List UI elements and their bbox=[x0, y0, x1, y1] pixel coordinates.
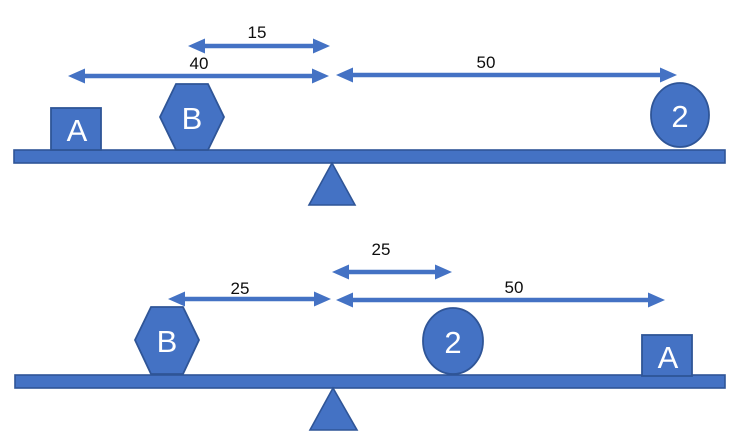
circle-label: 2 bbox=[671, 99, 688, 134]
arrow-head-right-icon bbox=[312, 68, 329, 84]
bottom-fulcrum-triangle-icon bbox=[308, 386, 359, 431]
hexagon-shape-icon bbox=[134, 306, 200, 375]
bottom-weight-circle-2: 2 bbox=[422, 307, 484, 375]
dimension-label-50: 50 bbox=[505, 278, 524, 297]
dimension-label-15: 15 bbox=[248, 23, 267, 42]
arrow-head-left-icon bbox=[68, 68, 85, 84]
dimension-label-50: 50 bbox=[477, 53, 496, 72]
bottom-dimension-arrow-50: 50 bbox=[336, 278, 665, 308]
arrow-head-right-icon bbox=[435, 264, 452, 280]
circle-label: 2 bbox=[444, 325, 461, 360]
circle-shape-icon bbox=[422, 307, 484, 375]
top-fulcrum-triangle-icon bbox=[307, 161, 357, 206]
arrow-head-right-icon bbox=[313, 38, 330, 54]
hexagon-shape-icon bbox=[158, 83, 226, 151]
bottom-weight-hexagon-b: B bbox=[134, 306, 200, 375]
top-dimension-arrow-50: 50 bbox=[336, 53, 677, 83]
square-shape-icon bbox=[641, 334, 693, 377]
circle-shape-icon bbox=[650, 82, 710, 148]
bottom-balance-diagram: 25 25 50 B 2 bbox=[14, 240, 726, 431]
arrow-head-left-icon bbox=[336, 292, 353, 308]
dimension-label-25-left: 25 bbox=[231, 279, 250, 298]
arrow-head-left-icon bbox=[332, 264, 349, 280]
square-label: A bbox=[658, 340, 679, 375]
bottom-weight-square-a: A bbox=[641, 334, 693, 377]
top-weight-circle-2: 2 bbox=[650, 82, 710, 148]
bottom-beam bbox=[14, 374, 726, 389]
top-beam bbox=[13, 149, 726, 164]
top-balance-diagram: 15 40 50 A B bbox=[13, 23, 726, 206]
arrow-head-right-icon bbox=[648, 292, 665, 308]
arrow-head-right-icon bbox=[314, 291, 331, 307]
top-weight-square-a: A bbox=[50, 107, 102, 151]
top-dimension-arrow-15: 15 bbox=[188, 23, 330, 54]
hexagon-label: B bbox=[182, 101, 203, 136]
arrow-head-left-icon bbox=[336, 67, 353, 83]
dimension-label-40: 40 bbox=[190, 54, 209, 73]
square-label: A bbox=[67, 113, 88, 148]
arrow-head-right-icon bbox=[660, 67, 677, 83]
bottom-dimension-arrow-25-right: 25 bbox=[332, 240, 452, 280]
hexagon-label: B bbox=[157, 324, 178, 359]
top-weight-hexagon-b: B bbox=[158, 83, 226, 151]
arrow-head-left-icon bbox=[188, 38, 205, 54]
top-dimension-arrow-40: 40 bbox=[68, 54, 329, 84]
bottom-dimension-arrow-25-left: 25 bbox=[168, 279, 331, 307]
arrow-head-left-icon bbox=[168, 291, 185, 307]
dimension-label-25-right: 25 bbox=[372, 240, 391, 259]
square-shape-icon bbox=[50, 107, 102, 151]
